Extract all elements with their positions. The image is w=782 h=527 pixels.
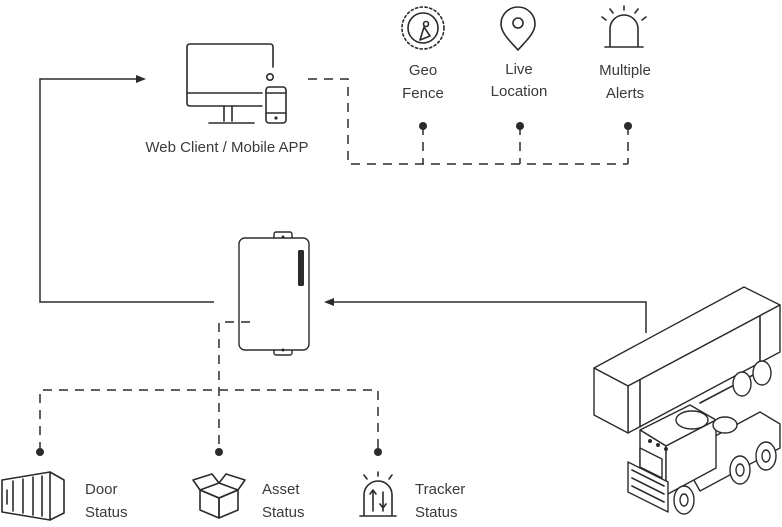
tracker-siren-icon: [359, 471, 397, 517]
geo-fence-icon: [401, 6, 445, 50]
web-client-label: Web Client / Mobile APP: [145, 139, 308, 156]
truck-icon: [593, 286, 781, 515]
arrow-head-icon: [136, 75, 146, 83]
truck-to-tracker-connector: [333, 301, 647, 333]
tracker-device-icon: [238, 231, 310, 356]
status-node-dot: [374, 448, 382, 456]
door-status-label-line1: Door: [85, 481, 118, 498]
live-location-label-line2: Location: [491, 83, 548, 100]
arrow-head-icon: [324, 298, 334, 306]
asset-status-label-line2: Status: [262, 504, 305, 521]
feature-node-dot: [516, 122, 524, 130]
multiple-alerts-label-line1: Multiple: [599, 62, 651, 79]
status-branch-connector: [39, 389, 379, 451]
web-client-feature-connector: [308, 78, 628, 165]
feature-node-dot: [419, 122, 427, 130]
geo-fence-label-line2: Fence: [402, 85, 444, 102]
feature-node-dot: [624, 122, 632, 130]
live-location-icon: [500, 6, 536, 51]
alert-siren-icon: [601, 5, 647, 48]
box-icon: [192, 473, 246, 519]
asset-status-label-line1: Asset: [262, 481, 300, 498]
tracker-status-label-line2: Status: [415, 504, 458, 521]
status-node-dot: [215, 448, 223, 456]
live-location-label-line1: Live: [505, 61, 533, 78]
tracker-status-label-line1: Tracker: [415, 481, 465, 498]
tracker-status-connector: [218, 321, 250, 455]
status-node-dot: [36, 448, 44, 456]
door-status-label-line2: Status: [85, 504, 128, 521]
geo-fence-label-line1: Geo: [409, 62, 437, 79]
web-client-icon: [186, 43, 287, 124]
multiple-alerts-label-line2: Alerts: [606, 85, 644, 102]
tracker-to-client-connector: [39, 78, 214, 303]
container-icon: [1, 471, 65, 521]
